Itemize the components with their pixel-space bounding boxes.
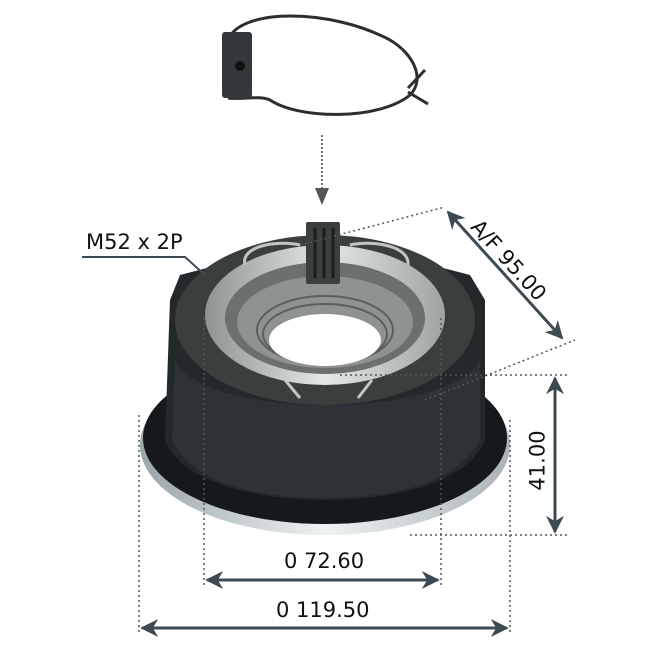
hub-nut	[140, 222, 510, 535]
outer-diameter-label: 0 119.50	[276, 598, 370, 622]
locking-clip	[222, 14, 429, 116]
height-label: 41.00	[525, 430, 550, 491]
thread-size-label: M52 x 2P	[86, 230, 183, 254]
insertion-arrow	[315, 135, 329, 205]
inner-diameter-label: 0 72.60	[284, 549, 365, 573]
dimension-lines	[82, 206, 576, 637]
